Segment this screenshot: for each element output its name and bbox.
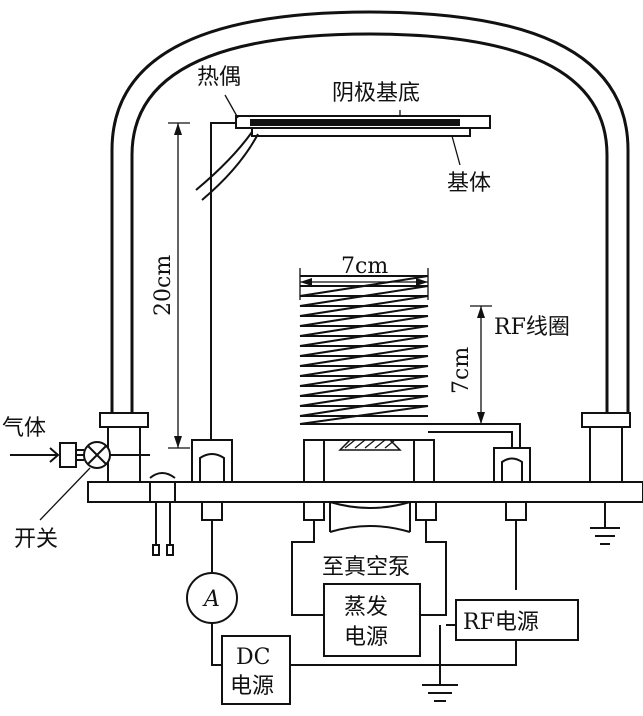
evaporation-source bbox=[303, 439, 435, 483]
substrate-leader bbox=[451, 135, 461, 166]
dim-7cm-width-label: 7cm bbox=[341, 254, 388, 279]
vacuum-pump-label: 至真空泵 bbox=[322, 555, 410, 580]
dim-20cm bbox=[168, 122, 190, 449]
pump-clamp bbox=[149, 472, 176, 556]
wiring bbox=[186, 520, 517, 685]
switch-label: 开关 bbox=[14, 527, 58, 552]
dc-power-label-2: 电源 bbox=[230, 674, 274, 699]
evaporation-power-label-2: 电源 bbox=[344, 625, 388, 650]
dc-power-box bbox=[221, 635, 291, 705]
substrate-label: 基体 bbox=[447, 171, 491, 196]
bell-jar bbox=[99, 10, 631, 483]
feedthroughs bbox=[201, 501, 527, 521]
rf-coil bbox=[299, 275, 521, 448]
cathode-substrate-label: 阴极基底 bbox=[332, 81, 420, 106]
thermocouple-post bbox=[191, 122, 240, 483]
dim-20cm-label: 20cm bbox=[151, 255, 176, 316]
rf-coil-label: RF线圈 bbox=[494, 315, 570, 340]
ammeter-symbol: A bbox=[202, 587, 220, 612]
base-plate bbox=[87, 481, 643, 533]
rf-power-box bbox=[455, 599, 579, 641]
ground-icon bbox=[422, 502, 620, 702]
rf-feedthrough bbox=[493, 447, 531, 483]
cathode-substrate bbox=[235, 110, 491, 137]
dim-7cm-width bbox=[299, 268, 429, 300]
dc-power-label-1: DC bbox=[236, 645, 270, 670]
thermocouple-wires bbox=[195, 94, 259, 201]
thermocouple-label: 热偶 bbox=[197, 65, 241, 90]
gas-label: 气体 bbox=[2, 416, 46, 441]
dim-7cm-height bbox=[470, 305, 492, 425]
evaporation-power-box bbox=[323, 583, 421, 657]
evaporation-power-label-1: 蒸发 bbox=[344, 595, 388, 620]
rf-power-label: RF电源 bbox=[463, 610, 539, 635]
gas-inlet bbox=[10, 441, 150, 521]
dim-7cm-height-label: 7cm bbox=[449, 347, 474, 394]
